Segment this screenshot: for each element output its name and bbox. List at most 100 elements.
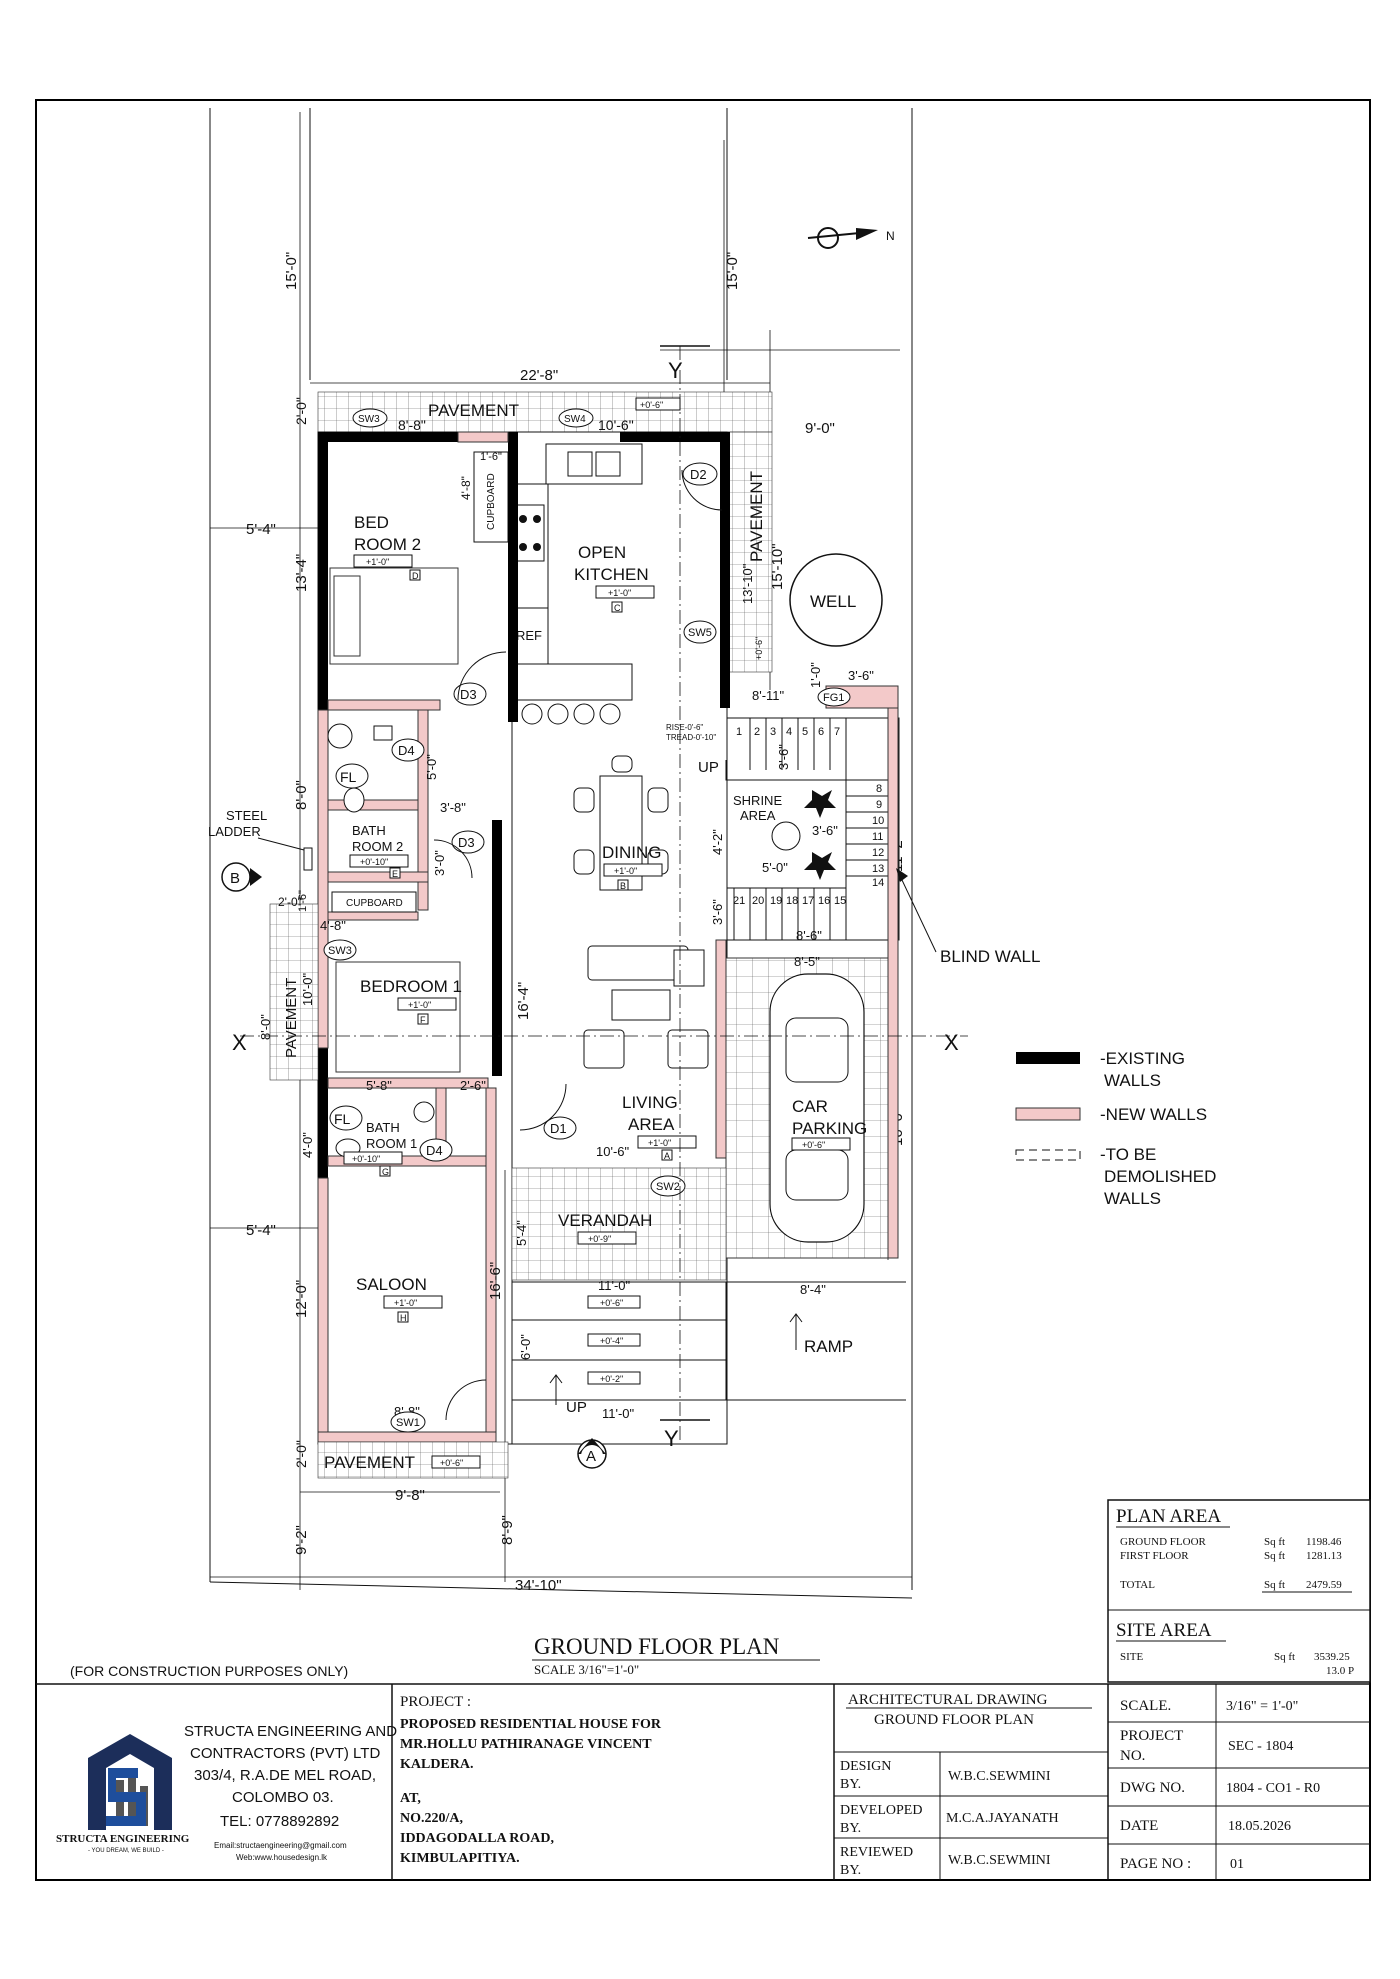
stair-num-9: 9	[876, 799, 882, 811]
logo-tagline: - YOU DREAM, WE BUILD -	[88, 1848, 164, 1854]
plant-icon	[804, 790, 836, 818]
room-letter-b: B	[620, 881, 626, 891]
kitchen-island	[511, 663, 633, 701]
dim-2-0-bottom: 2'-0"	[293, 1440, 309, 1468]
company-line-3: 303/4, R.A.DE MEL ROAD,	[194, 1767, 376, 1784]
dim-2-0-pav: 2'-0"	[278, 895, 302, 909]
room-letter-box-e	[389, 867, 401, 879]
armchair-icon	[583, 1029, 625, 1069]
site-label: SITE	[1120, 1651, 1144, 1663]
stove-icon	[515, 504, 545, 562]
scale-value: 3/16" = 1'-0"	[1226, 1699, 1298, 1714]
tag-d1: D1	[550, 1121, 567, 1136]
scale-label: SCALE.	[1120, 1698, 1171, 1714]
project-line-1: PROPOSED RESIDENTIAL HOUSE FOR	[400, 1717, 662, 1732]
level-box-kitchen	[595, 585, 655, 599]
section-marker-b: B	[221, 862, 262, 892]
room-letter-box-a	[661, 1149, 673, 1161]
axis-x-right: X	[944, 1030, 959, 1055]
stair-num-14: 14	[872, 877, 884, 889]
unit-gf: Sq ft	[1264, 1536, 1285, 1548]
stair-up-label: UP	[698, 759, 719, 776]
project-no-label-a: PROJECT	[1120, 1728, 1183, 1744]
level-bed2: +1'-0"	[366, 557, 389, 567]
bedroom-2-label-a: BED	[354, 513, 389, 532]
staircase	[726, 717, 900, 941]
bedroom-1-label: BEDROOM 1	[360, 977, 462, 996]
level-dining: +1'-0"	[614, 866, 637, 876]
ref-label: REF	[516, 628, 542, 643]
bath-1-label-b: ROOM 1	[366, 1136, 417, 1151]
pavement-top-label: PAVEMENT	[428, 401, 519, 420]
car-label-b: PARKING	[792, 1119, 867, 1138]
site-area-title: SITE AREA	[1116, 1620, 1212, 1641]
level-box-step3	[587, 1371, 641, 1385]
room-letter-c: C	[614, 603, 621, 613]
room-letter-box-f	[417, 1013, 429, 1025]
level-step3: +0'-2"	[600, 1374, 623, 1384]
level-bath2: +0'-10"	[360, 857, 388, 867]
level-step2: +0'-4"	[600, 1336, 623, 1346]
room-letter-h: H	[400, 1313, 407, 1323]
bed-2-pillow	[333, 575, 361, 657]
dim-13-4: 13'-4"	[293, 554, 310, 592]
shrine-icon	[771, 821, 801, 851]
project-address-3: KIMBULAPITIYA.	[400, 1851, 520, 1866]
verandah-floor	[511, 1167, 727, 1281]
level-box-bed1	[397, 997, 457, 1011]
level-bath1: +0'-10"	[352, 1154, 380, 1164]
developed-by-label-a: DEVELOPED	[840, 1803, 922, 1818]
tag-sw3-left: SW3	[328, 945, 352, 957]
date-value: 18.05.2026	[1228, 1819, 1291, 1834]
reviewed-by-label-b: BY.	[840, 1863, 861, 1878]
level-box-car	[791, 1137, 851, 1151]
stair-num-20: 20	[752, 895, 764, 907]
dim-11-0-top: 11'-0"	[598, 1278, 631, 1293]
dim-15-0-left: 15'-0"	[283, 252, 300, 290]
blind-wall-label: BLIND WALL	[940, 947, 1040, 966]
room-letter-e: E	[392, 869, 398, 879]
section-axes	[240, 345, 968, 1440]
existing-walls	[318, 432, 730, 1178]
stair-num-13: 13	[872, 863, 884, 875]
bed-2-icon	[329, 567, 459, 665]
section-b-label: B	[230, 870, 240, 887]
first-floor-label: FIRST FLOOR	[1120, 1550, 1189, 1562]
steel-ladder-icon	[303, 847, 313, 871]
dim-5-4-top: 5'-4"	[246, 521, 276, 538]
stair-num-4: 4	[786, 726, 792, 738]
stair-rise: RISE-0'-6"	[666, 723, 703, 732]
dim-4-8-cupboard: 4'-8"	[459, 476, 473, 500]
project-no-label-b: NO.	[1120, 1748, 1145, 1764]
level-box-verandah	[577, 1231, 637, 1245]
reviewed-by-label-a: REVIEWED	[840, 1845, 913, 1860]
design-by-value: W.B.C.SEWMINI	[948, 1769, 1051, 1784]
tag-sw5: SW5	[688, 627, 712, 639]
dim-9-8: 9'-8"	[395, 1487, 425, 1504]
dim-10-0: 10'-0"	[300, 972, 315, 1006]
project-line-2: MR.HOLLU PATHIRANAGE VINCENT	[400, 1737, 652, 1752]
stair-num-8: 8	[876, 783, 882, 795]
site-value: 3539.25	[1314, 1651, 1350, 1663]
axis-y-top: Y	[668, 358, 683, 383]
dim-8-11: 8'-11"	[752, 688, 785, 703]
bath-2-label-b: ROOM 2	[352, 839, 403, 854]
steel-ladder-leader	[257, 837, 305, 851]
shrine-label-b: AREA	[740, 808, 776, 823]
steel-ladder-label-b: LADDER	[208, 824, 261, 839]
dim-5-0-bath: 5'-0"	[424, 754, 439, 780]
stair-num-15: 15	[834, 895, 846, 907]
door-swings	[433, 469, 723, 1421]
company-line-2: CONTRACTORS (PVT) LTD	[190, 1745, 380, 1762]
developed-by-label-b: BY.	[840, 1821, 861, 1836]
steps-up-arrow-icon	[549, 1374, 563, 1405]
stair-num-6: 6	[818, 726, 824, 738]
room-letter-g: G	[382, 1167, 389, 1177]
opening-tags	[323, 408, 851, 1433]
kitchen-label-b: KITCHEN	[574, 565, 649, 584]
dim-1-6: 1'-6"	[480, 451, 502, 463]
company-email: Email:structaengineering@gmail.com	[214, 1841, 347, 1850]
dim-8-6: 8'-6"	[796, 928, 822, 943]
level-car: +0'-6"	[802, 1140, 825, 1150]
